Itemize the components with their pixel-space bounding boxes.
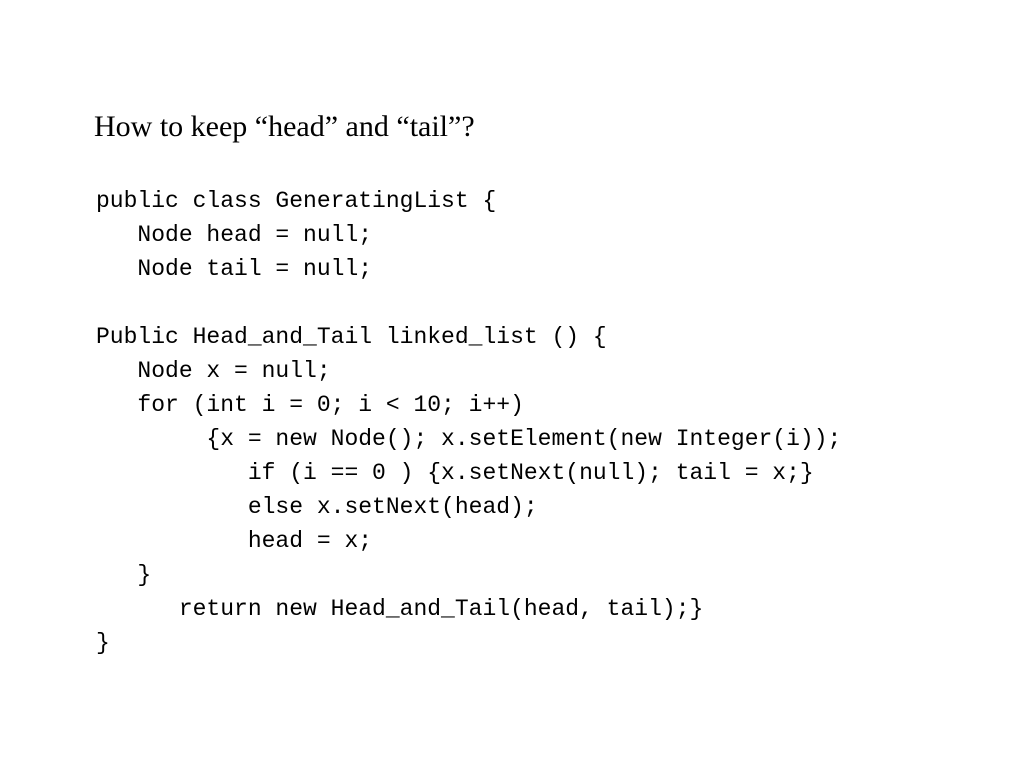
code-line: if (i == 0 ) {x.setNext(null); tail = x;… xyxy=(96,460,814,486)
code-line: Node tail = null; xyxy=(96,256,373,282)
code-line xyxy=(96,286,841,320)
code-line: Node head = null; xyxy=(96,222,373,248)
code-line: else x.setNext(head); xyxy=(96,494,538,520)
code-line: head = x; xyxy=(96,528,373,554)
code-line: return new Head_and_Tail(head, tail);} xyxy=(96,596,704,622)
code-line: } xyxy=(96,630,110,656)
code-line: } xyxy=(96,562,152,588)
code-line: public class GeneratingList { xyxy=(96,188,497,214)
code-line: for (int i = 0; i < 10; i++) xyxy=(96,392,524,418)
code-block: public class GeneratingList { Node head … xyxy=(96,184,841,660)
code-line: {x = new Node(); x.setElement(new Intege… xyxy=(96,426,842,452)
code-line: Public Head_and_Tail linked_list () { xyxy=(96,324,607,350)
code-line: Node x = null; xyxy=(96,358,331,384)
slide-heading: How to keep “head” and “tail”? xyxy=(94,110,475,143)
